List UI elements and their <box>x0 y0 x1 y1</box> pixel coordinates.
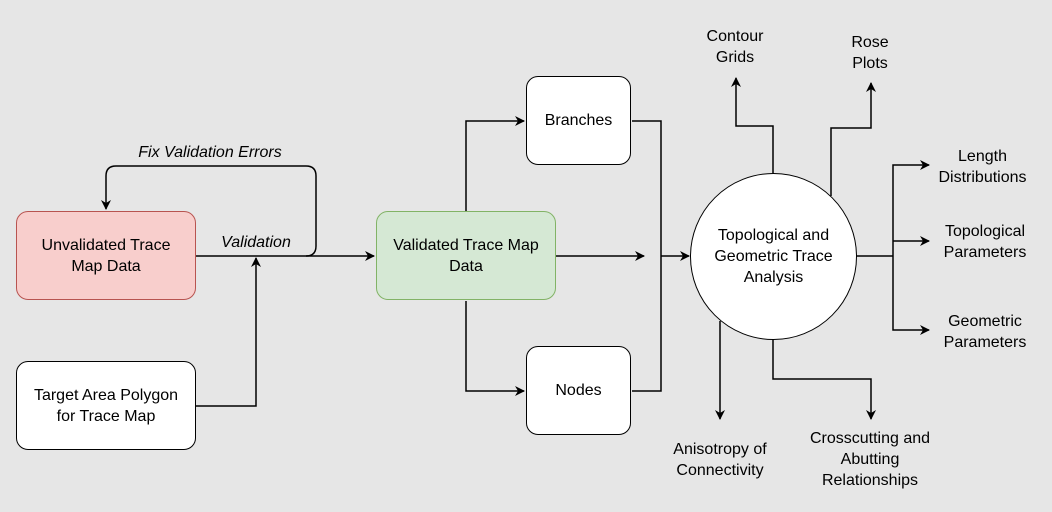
edge-branches-out <box>632 120 662 256</box>
analysis-node: Topological and Geometric Trace Analysis <box>690 173 857 340</box>
anisotropy-label: Anisotropy of Connectivity <box>673 441 767 479</box>
validated-trace-map-node: Validated Trace Map Data <box>376 211 556 300</box>
edge-contour <box>731 77 774 173</box>
crosscutting-label: Crosscutting and Abutting Relationships <box>809 430 931 489</box>
target-area-polygon-node: Target Area Polygon for Trace Map <box>16 361 196 450</box>
rose-plots-label: Rose Plots <box>851 34 889 72</box>
nodes-node: Nodes <box>526 346 631 435</box>
edge-length <box>892 160 930 256</box>
fix-validation-errors-label: Fix Validation Errors <box>138 144 282 161</box>
contour-grids-label: Contour Grids <box>706 28 764 66</box>
edge-to-nodes <box>465 301 525 396</box>
edge-nodes-out <box>632 256 662 392</box>
branches-node: Branches <box>526 76 631 165</box>
edge-fix-errors <box>101 165 317 257</box>
unvalidated-trace-map-node: Unvalidated Trace Map Data <box>16 211 196 300</box>
edge-crosscutting <box>772 338 876 420</box>
geometric-parameters-label: Geometric Parameters <box>943 313 1027 351</box>
validation-label: Validation <box>221 234 291 251</box>
edge-rose <box>830 82 876 196</box>
edge-target-area <box>196 257 261 407</box>
length-distributions-label: Length Distributions <box>938 148 1027 186</box>
edge-to-branches <box>465 116 525 211</box>
topological-parameters-label: Topological Parameters <box>943 223 1027 261</box>
edge-geometric <box>892 256 930 335</box>
